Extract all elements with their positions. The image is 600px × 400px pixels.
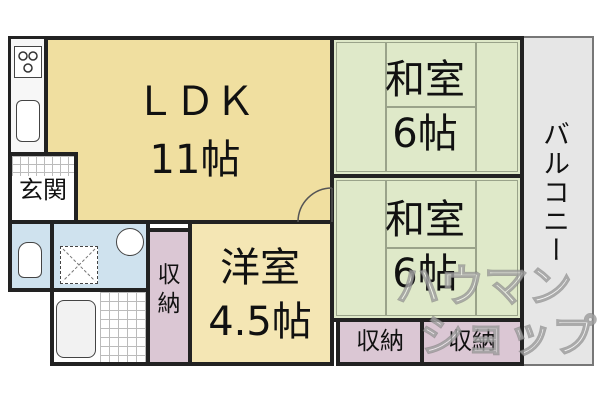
balcony-label: バルコニー: [538, 120, 569, 265]
genkan-tile-grid: [12, 156, 74, 176]
closet-bottom-2: [420, 318, 524, 366]
closet-left-label: 収納: [153, 262, 179, 320]
tatami-mat: [386, 180, 476, 248]
yoshitsu-name: 洋室: [220, 245, 300, 291]
closet-bottom-1: [336, 318, 424, 366]
bathtub-icon: [56, 300, 96, 358]
door-swing: [297, 187, 333, 223]
ldk-name: ＬＤＫ: [135, 79, 255, 125]
toilet-icon: [18, 242, 42, 278]
watermark-line-2: ショップ: [419, 310, 597, 363]
ldk-room: [44, 36, 334, 224]
ldk-size: 11帖: [149, 137, 241, 183]
washitsu-2-name: 和室: [385, 197, 465, 243]
tatami-mat: [386, 42, 476, 107]
watermark-line-1: ハウマン: [395, 260, 573, 313]
washing-machine-icon: [60, 246, 98, 284]
sink-icon: [16, 100, 40, 142]
tatami-mat: [386, 107, 476, 172]
stove-icon: [14, 46, 42, 78]
closet-bottom-2-label: 収納: [448, 327, 496, 355]
yoshitsu-room: [188, 220, 334, 366]
tatami-mat: [476, 42, 518, 172]
tatami-mat: [336, 180, 386, 316]
yoshitsu-size: 4.5帖: [208, 299, 312, 345]
genkan-label: 玄関: [19, 176, 67, 204]
tatami-mat: [386, 248, 476, 316]
bath-tile-grid: [100, 292, 146, 362]
washitsu-2-size: 6帖: [392, 251, 458, 297]
washbasin-icon: [116, 228, 144, 256]
tatami-mat: [336, 42, 386, 172]
washitsu-1-size: 6帖: [392, 111, 458, 157]
washitsu-1-name: 和室: [385, 57, 465, 103]
closet-bottom-1-label: 収納: [356, 327, 404, 355]
tatami-mat: [476, 180, 518, 316]
